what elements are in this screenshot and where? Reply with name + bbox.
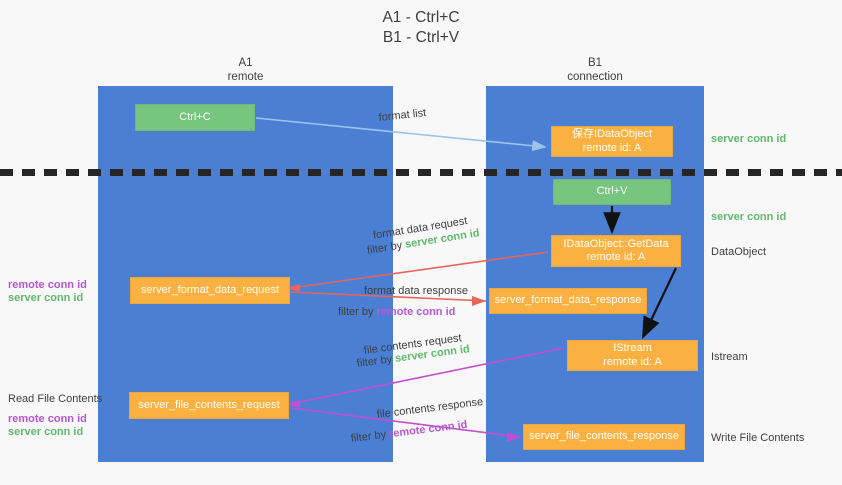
annotation-file-server-conn-id: server conn id: [8, 426, 84, 438]
page-title: A1 - Ctrl+C B1 - Ctrl+V: [382, 9, 460, 46]
filter-value-remote-conn-id: remote conn id: [388, 418, 469, 441]
edge-label-format-data-response: format data response: [364, 285, 468, 297]
annotation-read-file-contents: Read File Contents: [8, 393, 103, 405]
annotation-write-file-contents: Write File Contents: [711, 432, 805, 444]
filter-value-remote-conn-id: remote conn id: [376, 306, 456, 318]
annotation-dataobject: DataObject: [711, 246, 767, 258]
edge-label-format-data-response-filter: filter by remote conn id: [338, 305, 455, 319]
node-istream[interactable]: IStream remote id: A: [567, 340, 698, 371]
node-idataobject-getdata[interactable]: IDataObject::GetData remote id: A: [551, 235, 681, 267]
node-ctrl-v[interactable]: Ctrl+V: [553, 179, 671, 205]
node-ctrl-c[interactable]: Ctrl+C: [135, 104, 255, 131]
node-server-file-contents-request[interactable]: server_file_contents_request: [129, 392, 289, 419]
node-save-idataobject[interactable]: 保存IDataObject remote id: A: [551, 126, 673, 157]
annotation-format-server-conn-id: server conn id: [8, 292, 84, 304]
column-header-a1: A1 remote: [227, 57, 264, 83]
annotation-server-conn-id-mid: server conn id: [711, 211, 787, 223]
arrowhead-format-response: [472, 296, 486, 306]
divider-dashed-line: [0, 169, 842, 176]
annotation-server-conn-id-top: server conn id: [711, 133, 787, 145]
node-server-file-contents-response[interactable]: server_file_contents_response: [523, 424, 685, 450]
filter-prefix: filter by: [338, 306, 377, 318]
node-server-format-data-response[interactable]: server_format_data_response: [489, 288, 647, 314]
annotation-format-remote-conn-id: remote conn id: [8, 279, 87, 291]
column-header-b1: B1 connection: [567, 57, 623, 83]
node-server-format-data-request[interactable]: server_format_data_request: [130, 277, 290, 304]
annotation-istream: Istream: [711, 351, 748, 363]
annotation-file-remote-conn-id: remote conn id: [8, 413, 87, 425]
